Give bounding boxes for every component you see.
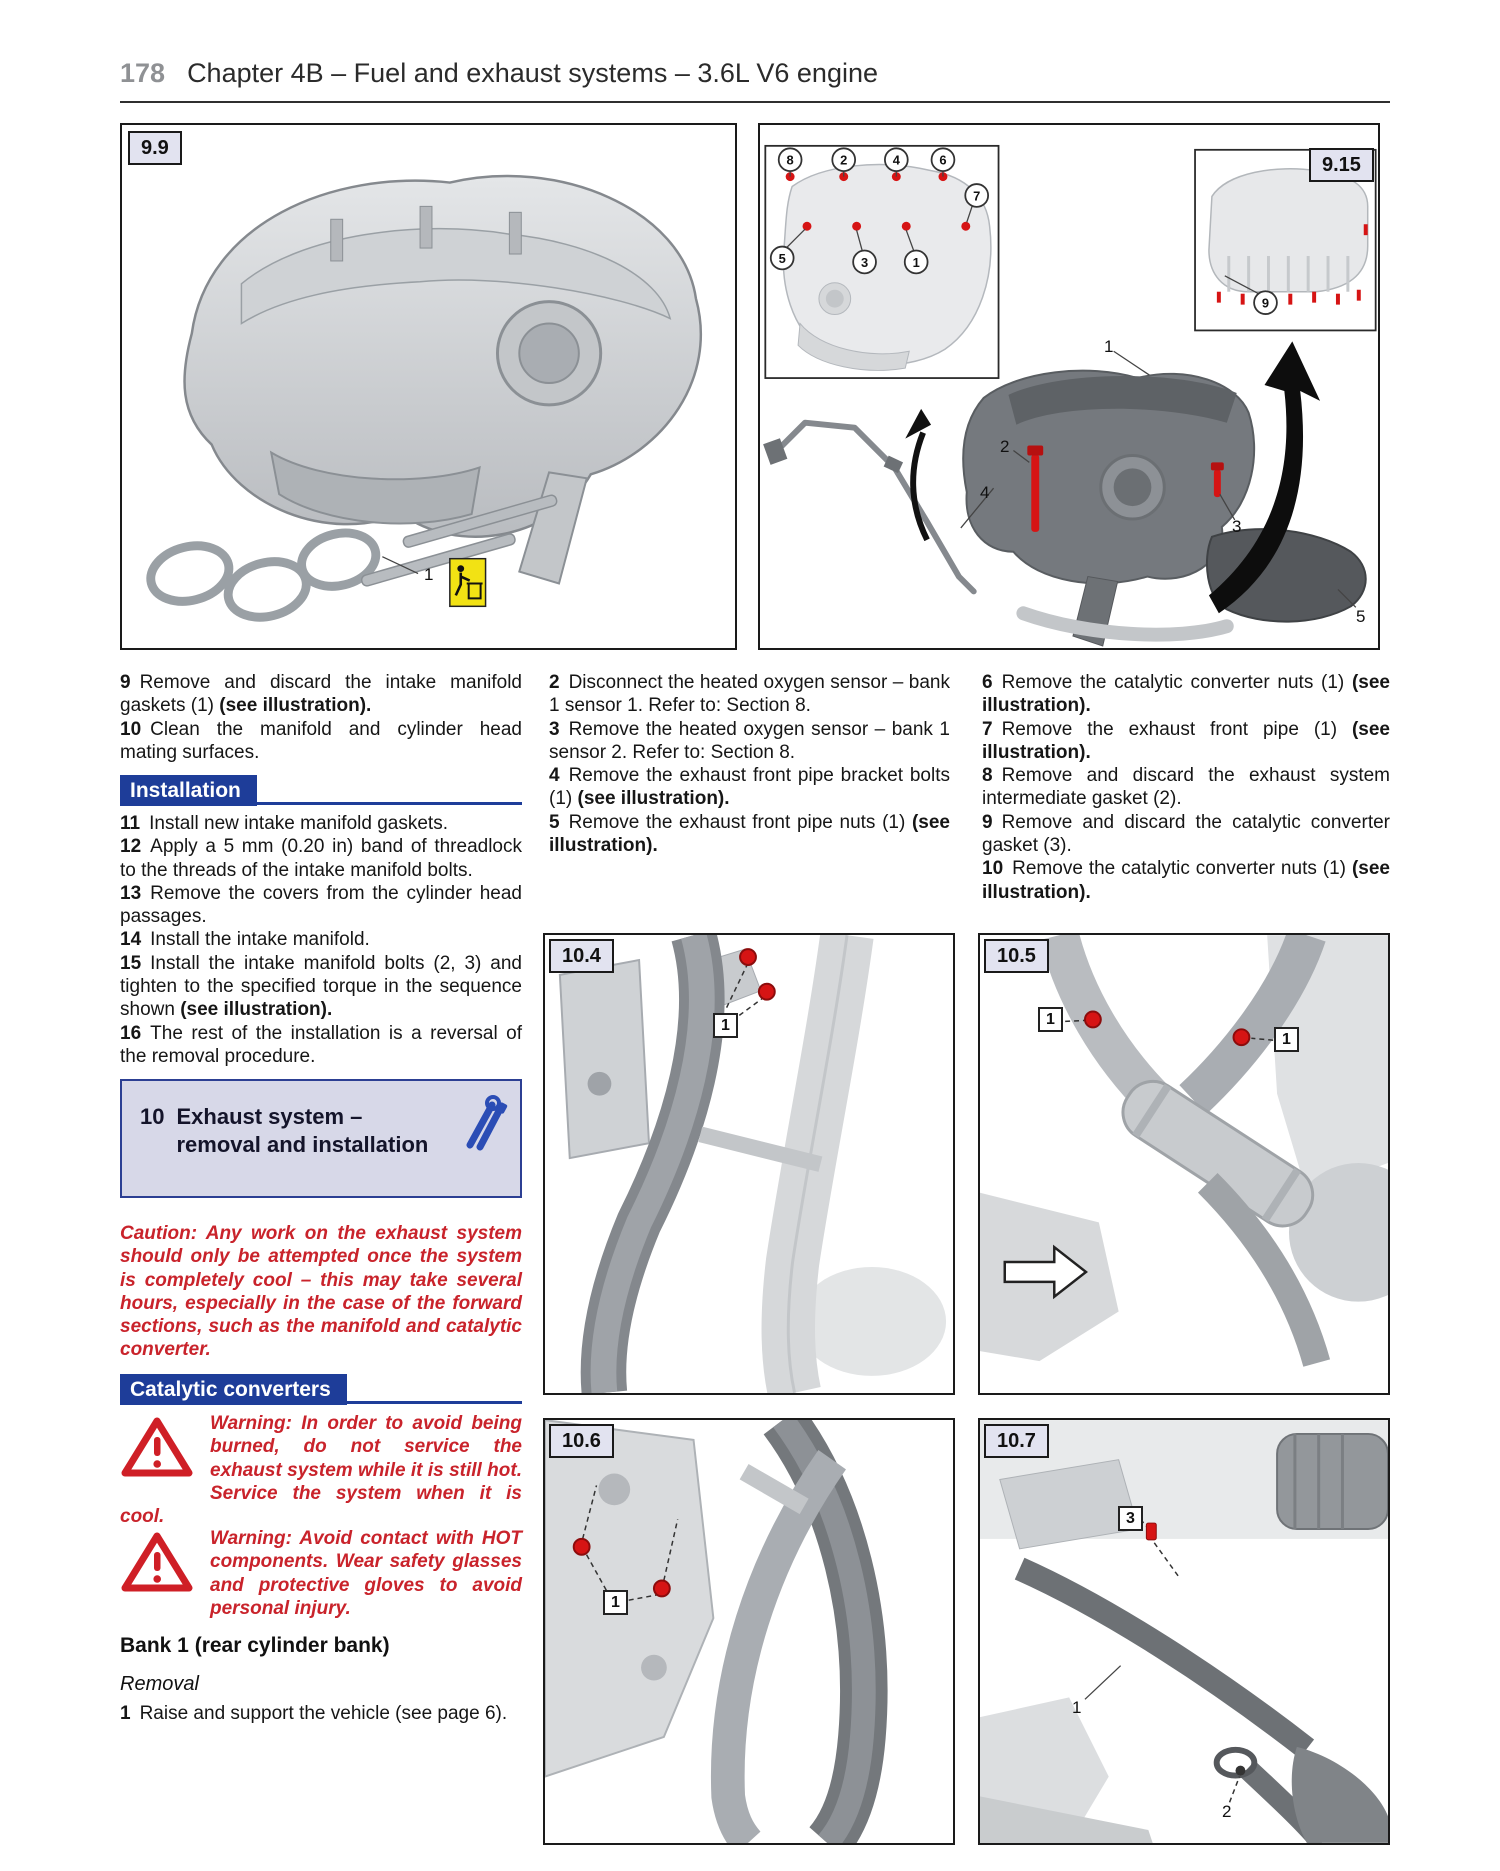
section-title-line2: removal and installation (176, 1132, 429, 1157)
figure-10-5: 10.5 1 1 (978, 933, 1390, 1395)
figure-9-9-art (146, 174, 702, 622)
warning-text-1: Warning: In order to avoid being burned,… (120, 1413, 522, 1528)
figure-10-7-callout-3: 3 (1118, 1506, 1143, 1531)
figure-9-15-art: 8 2 4 6 5 3 1 7 (763, 144, 1377, 647)
torque-seq-2: 2 (840, 153, 847, 168)
figure-10-7-art (980, 1420, 1388, 1843)
figure-10-7: 10.7 3 1 2 (978, 1418, 1390, 1845)
catalytic-converters-label: Catalytic converters (120, 1374, 347, 1405)
figure-9-15-callout-2: 2 (1000, 437, 1010, 456)
figure-9-15-callout-4: 4 (980, 483, 990, 502)
warning-triangle-icon (121, 1532, 193, 1592)
page-number: 178 (120, 58, 166, 88)
figure-9-9-callout-1: 1 (424, 565, 434, 584)
torque-seq-6: 3 (861, 255, 868, 270)
figure-10-4-art (558, 935, 947, 1393)
figure-9-15-callout-1: 1 (1104, 337, 1114, 356)
figure-9-9: 9.9 1 (120, 123, 737, 650)
bank1-heading: Bank 1 (rear cylinder bank) (120, 1634, 390, 1657)
page-header: 178 Chapter 4B – Fuel and exhaust systems… (120, 58, 878, 89)
figure-9-15-callout-3: 3 (1232, 517, 1242, 536)
torque-seq-5: 5 (779, 251, 786, 266)
figure-10-6: 10.6 1 (543, 1418, 955, 1845)
header-underline (120, 802, 522, 805)
figure-10-4-callout-1: 1 (713, 1013, 738, 1038)
figure-label-10-5: 10.5 (984, 939, 1049, 973)
tools-icon (466, 1095, 508, 1151)
figure-10-5-callout-1a: 1 (1038, 1007, 1063, 1032)
figure-10-7-callout-1: 1 (1072, 1698, 1082, 1717)
warning-text-2: Warning: Avoid contact with HOT componen… (210, 1528, 522, 1619)
installation-header: Installation (120, 775, 522, 806)
torque-seq-3: 4 (893, 153, 901, 168)
figure-10-7-callout-2: 2 (1222, 1802, 1232, 1821)
figure-10-5-callout-1b: 1 (1274, 1027, 1299, 1052)
figure-10-6-art (545, 1420, 888, 1843)
warning-triangle-icon (121, 1417, 193, 1477)
warning-note-1: Warning: In order to avoid being burned,… (120, 1412, 522, 1528)
figure-10-6-callout-1: 1 (603, 1590, 628, 1615)
figure-9-15-callout-5: 5 (1356, 607, 1366, 626)
section-10-heading-box: 10 Exhaust system – removal and installa… (120, 1079, 522, 1198)
catalytic-converters-header: Catalytic converters (120, 1374, 522, 1405)
section-title-line1: Exhaust system – (176, 1104, 363, 1129)
figure-label-9-9: 9.9 (128, 131, 182, 165)
figure-9-15-inset-callout: 9 (1262, 296, 1269, 311)
torque-seq-1: 8 (787, 153, 794, 168)
figure-label-9-15: 9.15 (1309, 148, 1374, 182)
caution-note: Caution: Any work on the exhaust system … (120, 1223, 522, 1361)
figure-label-10-7: 10.7 (984, 1424, 1049, 1458)
figure-10-5-art (980, 935, 1388, 1367)
direction-arrow-icon (1003, 1244, 1088, 1300)
torque-seq-8: 7 (973, 188, 980, 203)
header-rule (120, 101, 1390, 103)
figure-label-10-4: 10.4 (549, 939, 614, 973)
warning-note-2: Warning: Avoid contact with HOT componen… (120, 1527, 522, 1620)
removal-subheading: Removal (120, 1673, 199, 1695)
disposal-warning-icon (449, 557, 487, 608)
figure-label-10-6: 10.6 (549, 1424, 614, 1458)
figure-9-15: 8 2 4 6 5 3 1 7 (758, 123, 1380, 650)
torque-seq-7: 1 (913, 255, 920, 270)
installation-header-label: Installation (120, 775, 257, 806)
chapter-title: Chapter 4B – Fuel and exhaust systems – … (187, 58, 878, 88)
figure-10-4: 10.4 1 (543, 933, 955, 1395)
section-number: 10 (140, 1104, 165, 1129)
torque-seq-4: 6 (939, 153, 946, 168)
